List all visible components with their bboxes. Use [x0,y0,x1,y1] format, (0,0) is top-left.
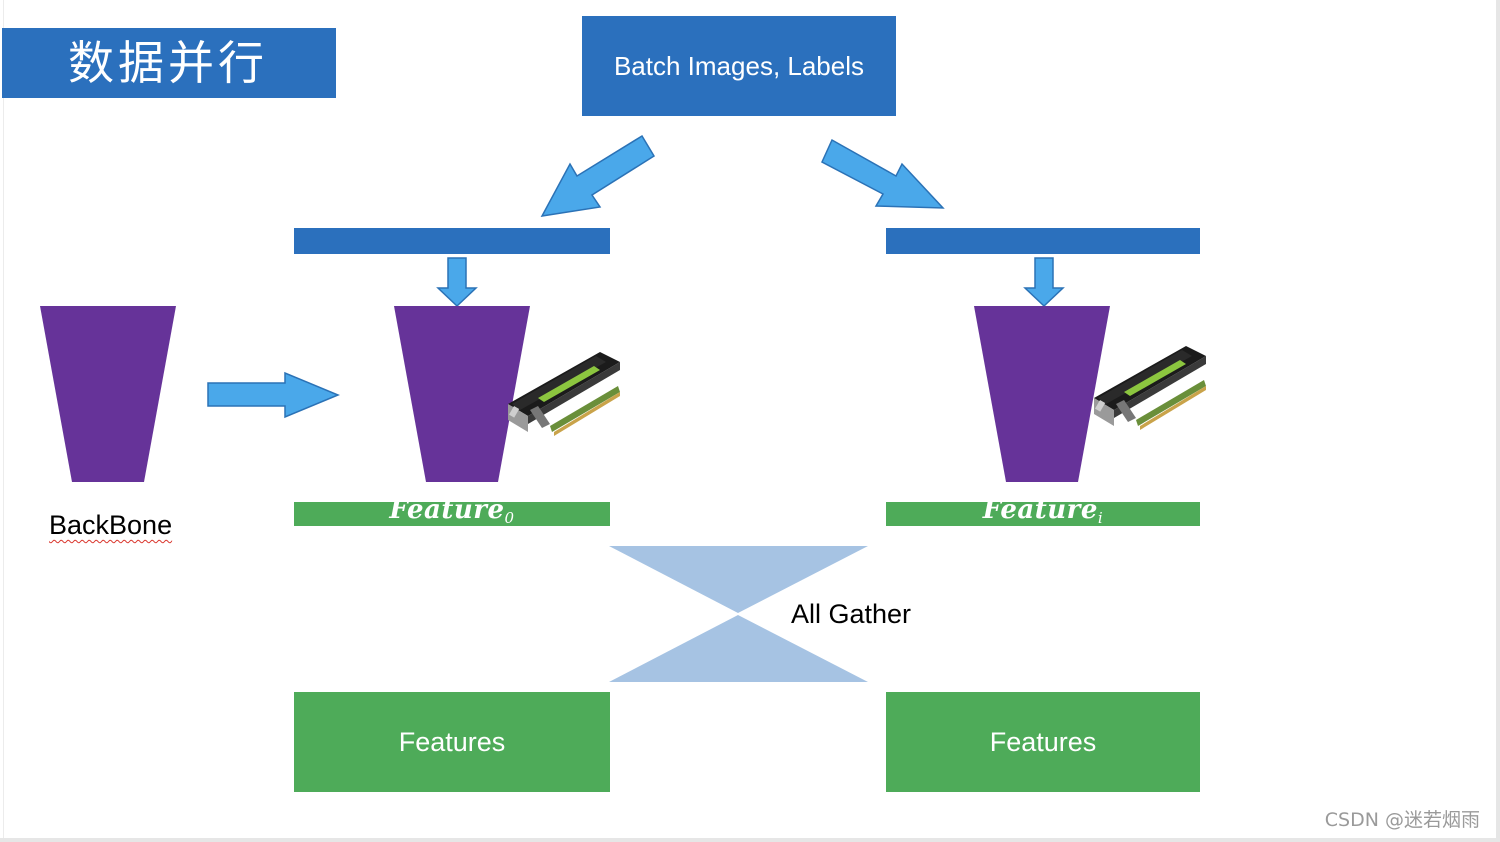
features-label-left: Features [398,726,506,757]
slide-edge [3,0,4,838]
model-trapezoid-right [974,306,1110,482]
watermark: CSDN @迷若烟雨 [1324,809,1480,831]
arrow-to-left-split [540,134,656,217]
backbone-label: BackBone [49,510,173,540]
backbone-trapezoid [40,306,176,482]
arrow-down-left [436,257,478,308]
feature-label-left: Feature0 [389,495,515,527]
batch-box: Batch Images, Labels [582,16,896,116]
all-gather-label: All Gather [791,599,912,629]
split-bar-right [886,228,1200,254]
feature-label-right: Featurei [982,495,1104,527]
all-gather-hourglass-top [609,546,868,613]
features-box-left: Features [294,692,610,792]
gpu-card-icon [508,352,620,436]
features-box-right: Features [886,692,1200,792]
title-box: 数据并行 [2,28,336,98]
feature-bar-left: Feature0 [294,497,610,527]
batch-label: Batch Images, Labels [613,50,865,81]
split-bar-left [294,228,610,254]
feature-bar-right: Featurei [886,497,1200,527]
arrow-down-right [1023,257,1065,308]
gpu-card-icon [1094,346,1206,430]
model-trapezoid-left [394,306,530,482]
features-label-right: Features [989,726,1097,757]
all-gather-hourglass-bottom [609,615,868,682]
arrow-copy-backbone [207,371,340,419]
arrow-to-right-split [821,138,945,209]
